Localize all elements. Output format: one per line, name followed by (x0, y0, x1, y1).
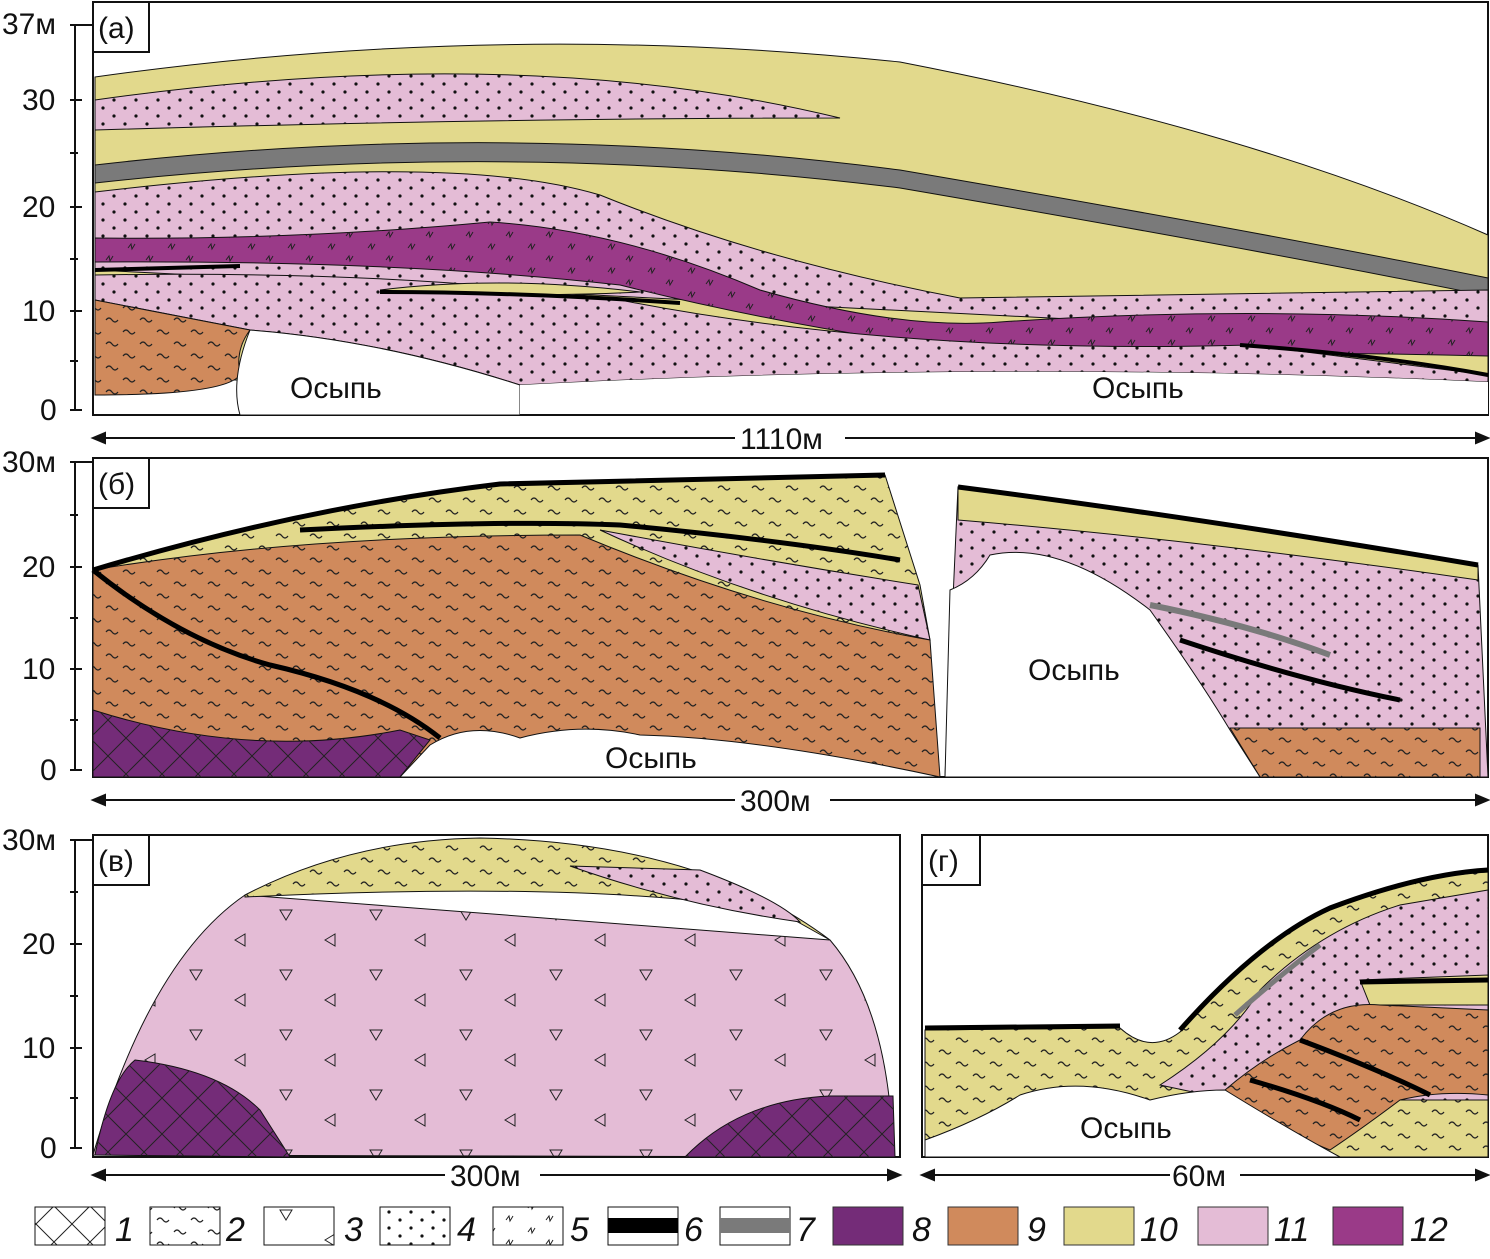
y-tick: 20 (22, 928, 55, 961)
scree-label: Осыпь (1092, 372, 1184, 405)
legend-label: 11 (1274, 1211, 1309, 1249)
y-axis (70, 461, 93, 771)
panel-a: Осыпь Осыпь (а) 37м 30 20 10 0 1110м (2, 1, 1490, 456)
y-tick: 30м (2, 446, 56, 479)
legend-label: 10 (1140, 1211, 1178, 1249)
y-axis (70, 839, 93, 1149)
y-tick: 37м (2, 8, 56, 41)
scale-label: 300м (450, 1160, 521, 1193)
legend-label: 9 (1027, 1211, 1046, 1249)
legend-label: 1 (115, 1211, 134, 1249)
legend: 1 2 3 4 5 6 7 8 9 10 11 12 (34, 1206, 1448, 1249)
scree-area (924, 1085, 1341, 1158)
panel-b: Осыпь Осыпь (б) 30м 20 10 0 300м (2, 446, 1490, 818)
y-tick: 0 (40, 754, 57, 787)
panel-g: Осыпь (г) 60м (919, 834, 1490, 1193)
panel-label: (а) (98, 12, 135, 45)
scree-area (944, 551, 1261, 778)
scale-label: 60м (1172, 1160, 1226, 1193)
legend-label: 7 (796, 1211, 816, 1249)
y-tick: 10 (22, 1032, 55, 1065)
scale-arrow (90, 793, 1490, 807)
y-tick: 30 (22, 84, 55, 117)
y-tick: 20 (22, 191, 55, 224)
legend-label: 3 (344, 1211, 363, 1249)
scale-label: 1110м (740, 423, 823, 456)
legend-swatch-crosshatch (34, 1206, 106, 1246)
legend-swatch-wave (149, 1206, 221, 1246)
legend-label: 8 (912, 1211, 931, 1249)
panel-label: (б) (98, 468, 135, 501)
legend-swatch-grass (492, 1206, 564, 1246)
scale-arrow (90, 431, 1490, 445)
unit6-black-lines (91, 472, 901, 740)
legend-swatch-12 (1332, 1206, 1404, 1246)
y-axis (70, 24, 93, 411)
scree-label: Осыпь (290, 372, 382, 405)
legend-swatch-9 (947, 1206, 1019, 1246)
unit7-gray-right (1149, 602, 1332, 658)
legend-swatch-dots (379, 1206, 451, 1246)
y-tick: 20 (22, 551, 55, 584)
y-tick: 0 (40, 394, 57, 427)
scree-area-left (236, 329, 521, 416)
panel-v: (в) 30м 20 10 0 300м (2, 824, 903, 1193)
legend-label: 4 (457, 1211, 476, 1249)
panel-label: (в) (98, 845, 134, 878)
legend-label: 12 (1410, 1211, 1448, 1249)
scale-label: 300м (740, 785, 811, 818)
y-tick: 10 (22, 295, 55, 328)
unit6-black-lines (94, 264, 1489, 377)
scree-area-right (520, 371, 1488, 414)
unit7-gray-line (1233, 943, 1322, 1017)
legend-label: 5 (570, 1211, 589, 1249)
legend-label: 6 (684, 1211, 703, 1249)
scree-label: Осыпь (1028, 654, 1120, 687)
legend-swatch-10 (1063, 1206, 1135, 1246)
scale-arrow (90, 1168, 903, 1182)
scree-area (398, 728, 941, 778)
y-tick: 0 (40, 1132, 57, 1165)
y-tick: 30м (2, 824, 56, 857)
legend-swatch-triangles (263, 1206, 335, 1246)
unit6-black-lines (924, 867, 1489, 1123)
legend-swatch-8 (832, 1206, 904, 1246)
legend-label: 2 (225, 1211, 245, 1249)
scale-arrow (919, 1168, 1490, 1182)
unit6-black-right (957, 484, 1479, 703)
scree-label: Осыпь (605, 742, 697, 775)
y-tick: 10 (22, 653, 55, 686)
legend-swatch-11 (1197, 1206, 1269, 1246)
panel-label: (г) (928, 845, 959, 878)
scree-label: Осыпь (1080, 1112, 1172, 1145)
